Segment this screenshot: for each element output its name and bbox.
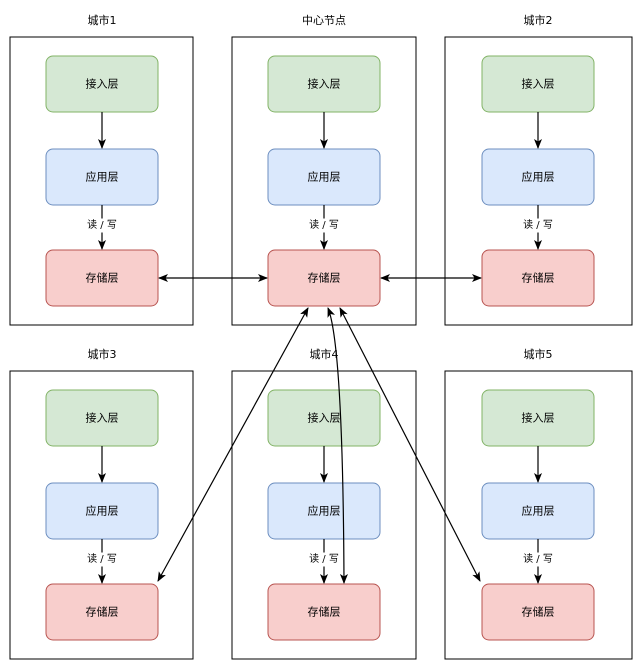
read-write-label-text: 读 / 写 [309, 218, 339, 231]
read-write-label-text: 读 / 写 [309, 552, 339, 565]
app-layer-node: 应用层 [267, 148, 381, 206]
storage-layer-node: 存储层 [45, 583, 159, 641]
access-layer-label: 接入层 [522, 78, 555, 91]
storage-layer-box [45, 583, 159, 641]
center-city4-storage-link [327, 307, 348, 584]
storage-layer-label: 存储层 [308, 605, 341, 619]
read-write-label-text: 读 / 写 [87, 218, 117, 231]
storage-layer-box [481, 583, 595, 641]
read-write-label: 读 / 写 [84, 552, 120, 567]
app-layer-node: 应用层 [45, 148, 159, 206]
access-layer-label: 接入层 [522, 412, 555, 425]
read-write-label: 读 / 写 [520, 218, 556, 233]
storage-layer-node: 存储层 [481, 583, 595, 641]
storage-layer-node: 存储层 [45, 249, 159, 307]
access-layer-node: 接入层 [45, 55, 159, 113]
app-layer-node: 应用层 [45, 482, 159, 540]
read-write-label-text: 读 / 写 [523, 552, 553, 565]
access-layer-node: 接入层 [267, 389, 381, 447]
storage-layer-label: 存储层 [522, 271, 555, 285]
access-layer-node: 接入层 [267, 55, 381, 113]
access-layer-node: 接入层 [481, 389, 595, 447]
access-layer-node: 接入层 [45, 389, 159, 447]
app-layer-label: 应用层 [522, 504, 555, 518]
read-write-label-bg [306, 218, 342, 233]
access-layer-label: 接入层 [308, 78, 341, 91]
region-title: 城市2 [524, 13, 553, 27]
read-write-label: 读 / 写 [306, 218, 342, 233]
read-write-label: 读 / 写 [306, 552, 342, 567]
app-layer-label: 应用层 [86, 170, 119, 184]
access-layer-label: 接入层 [308, 412, 341, 425]
storage-layer-label: 存储层 [86, 605, 119, 619]
read-write-label-text: 读 / 写 [523, 218, 553, 231]
center-city5-storage-link [339, 307, 481, 582]
read-write-label-bg [520, 552, 556, 567]
storage-layer-node: 存储层 [267, 249, 381, 307]
read-write-label: 读 / 写 [84, 218, 120, 233]
access-layer-node: 接入层 [481, 55, 595, 113]
storage-layer-label: 存储层 [522, 605, 555, 619]
connections: 读 / 写读 / 写读 / 写读 / 写读 / 写读 / 写 [84, 112, 556, 584]
region-title: 城市5 [524, 347, 553, 361]
region-title: 城市1 [88, 13, 117, 27]
storage-layer-node: 存储层 [267, 583, 381, 641]
region-title: 中心节点 [302, 14, 346, 27]
app-layer-node: 应用层 [267, 482, 381, 540]
access-layer-label: 接入层 [86, 78, 119, 91]
read-write-label-text: 读 / 写 [87, 552, 117, 565]
read-write-label: 读 / 写 [520, 552, 556, 567]
read-write-label-bg [520, 218, 556, 233]
read-write-label-bg [84, 218, 120, 233]
app-layer-label: 应用层 [308, 504, 341, 518]
app-layer-label: 应用层 [522, 170, 555, 184]
region-title: 城市3 [88, 347, 117, 361]
region-title: 城市4 [310, 347, 339, 361]
storage-layer-label: 存储层 [308, 271, 341, 285]
app-layer-label: 应用层 [308, 170, 341, 184]
storage-layer-label: 存储层 [86, 271, 119, 285]
app-layer-label: 应用层 [86, 504, 119, 518]
app-layer-node: 应用层 [481, 148, 595, 206]
center-city3-storage-link [157, 307, 309, 582]
access-layer-label: 接入层 [86, 412, 119, 425]
app-layer-node: 应用层 [481, 482, 595, 540]
storage-layer-box [267, 583, 381, 641]
storage-layer-node: 存储层 [481, 249, 595, 307]
storage-layer-box [481, 249, 595, 307]
read-write-label-bg [84, 552, 120, 567]
